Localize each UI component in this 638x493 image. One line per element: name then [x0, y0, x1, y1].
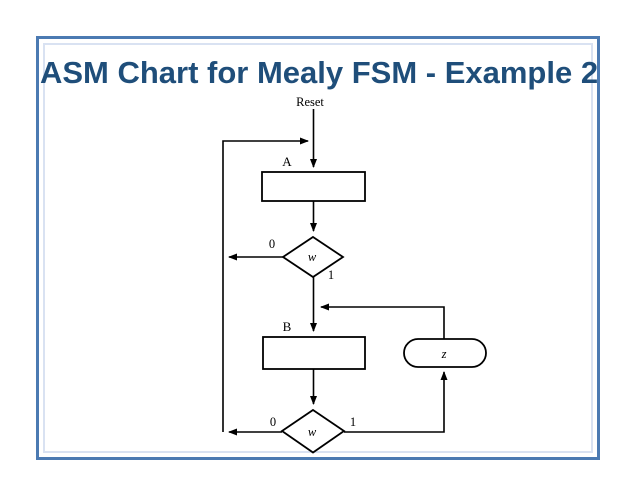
decision1-condition-label: w	[308, 250, 317, 264]
state-box-b	[262, 336, 366, 370]
slide-inner-border	[43, 43, 593, 453]
decision1-false-label: 0	[269, 237, 275, 251]
feedback-rail-left	[222, 137, 309, 432]
outputZ-feedback-line	[320, 303, 445, 339]
decision2-true-exit-line	[344, 371, 448, 433]
state-box-a	[261, 171, 366, 202]
output-oval-z	[403, 338, 487, 368]
decision2-true-label: 1	[350, 415, 356, 429]
reset-label: Reset	[296, 95, 324, 109]
decision2-false-label: 0	[270, 415, 276, 429]
state-a-label: A	[282, 154, 292, 169]
state-b-label: B	[283, 319, 292, 334]
decision1-true-label: 1	[328, 268, 334, 282]
slide-title: ASM Chart for Mealy FSM - Example 2	[39, 55, 599, 90]
decision2-condition-label: w	[308, 425, 317, 439]
decision-diamond-2	[280, 408, 346, 454]
flow-lines	[222, 109, 448, 436]
output-z-label: z	[441, 347, 447, 361]
decision-diamond-1	[281, 235, 345, 279]
